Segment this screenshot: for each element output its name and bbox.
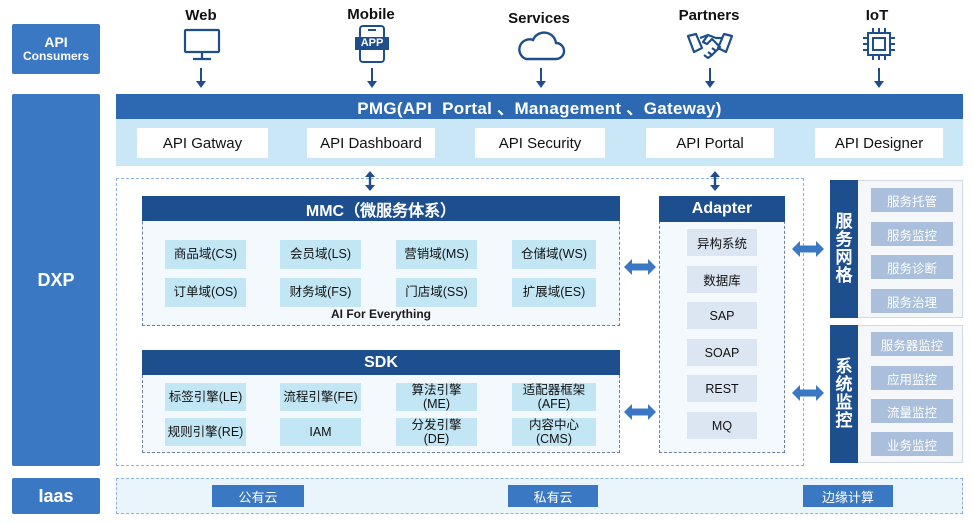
service-mesh-item-monitoring: 服务监控 [871,222,953,246]
sdk-item-me-line2: (ME) [422,397,451,411]
layer-iaas-label: Iaas [38,485,74,506]
sdk-title: SDK [364,353,398,371]
sdk-item-cms: 内容中心(CMS) [512,418,596,446]
sdk-item-de-line2: (DE) [423,432,450,446]
mmc-title: MMC（微服务体系） [305,202,457,220]
service-mesh-item-diagnosis: 服务诊断 [871,255,953,279]
system-monitor-title-bar: 系 统 监 控 [830,325,858,463]
mobile-arrow [367,68,377,88]
sdk-item-iam: IAM [280,418,361,446]
adapter-title-bar: Adapter [659,196,785,222]
iaas-item-public-cloud: 公有云 [212,485,304,507]
sdk-title-bar: SDK [142,350,620,375]
mmc-domain-ls: 会员域(LS) [280,240,361,269]
adapter-item-rest: REST [687,375,757,402]
sdk-adapter-arrow [623,403,657,421]
sdk-item-cms-line2: (CMS) [535,432,573,446]
service-mesh-item-governance: 服务治理 [871,289,953,313]
layer-iaas: Iaas [12,478,100,514]
handshake-icon [686,30,734,60]
sdk-item-afe: 适配器框架(AFE) [512,383,596,411]
pmg-item-api-portal: API Portal [646,128,774,158]
mmc-domain-cs: 商品域(CS) [165,240,246,269]
iaas-item-private-cloud: 私有云 [508,485,598,507]
partners-arrow [705,68,715,88]
web-arrow [196,68,206,88]
sdk-item-afe-line1: 适配器框架 [522,382,586,397]
sdk-item-de: 分发引擎(DE) [396,418,477,446]
service-mesh-item-hosting: 服务托管 [871,188,953,212]
mmc-domain-os: 订单域(OS) [165,278,246,307]
cloud-icon [514,30,566,62]
sdk-item-iam-line1: IAM [309,424,332,439]
monitor-icon [182,28,222,62]
system-monitor-title-1: 系 [835,357,853,377]
service-mesh-title-4: 格 [835,265,853,285]
services-arrow [536,68,546,88]
layer-api-consumers: API Consumers [12,24,100,74]
sdk-item-afe-line2: (AFE) [537,397,571,411]
mmc-adapter-arrow [623,258,657,276]
adapter-item-database: 数据库 [687,266,757,293]
system-monitor-item-app: 应用监控 [871,366,953,390]
layer-dxp: DXP [12,94,100,466]
sdk-item-re: 规则引擎(RE) [165,418,246,446]
adapter-item-hetero: 异构系统 [687,229,757,256]
mmc-domain-ws: 仓储域(WS) [512,240,596,269]
layer-api-consumers-line2: Consumers [22,49,90,64]
service-mesh-title-bar: 服 务 网 格 [830,180,858,318]
sdk-item-fe-line1: 流程引擎(FE) [283,389,358,404]
mmc-domain-ss: 门店域(SS) [396,278,477,307]
sdk-item-de-line1: 分发引擎 [411,417,462,432]
service-mesh-title-2: 务 [835,230,853,250]
adapter-title: Adapter [691,200,753,217]
system-monitor-title-4: 控 [835,410,853,430]
adapter-item-soap: SOAP [687,339,757,366]
system-monitor-title-2: 统 [835,375,853,395]
consumer-mobile-label: Mobile [347,6,395,23]
service-mesh-title-1: 服 [835,212,853,232]
layer-api-consumers-line1: API [44,34,68,51]
sdk-item-le: 标签引擎(LE) [165,383,246,411]
pmg-adapter-arrow [709,170,721,192]
consumer-iot-label: IoT [865,7,889,24]
pmg-mmc-arrow [364,170,376,192]
system-monitor-title-3: 监 [835,393,853,412]
pmg-title: PMG(API Portal 、Management 、Gateway) [357,99,722,118]
pmg-item-api-security: API Security [475,128,605,158]
sdk-item-re-line1: 规则引擎(RE) [167,424,244,439]
mobile-app-icon: APP [354,25,390,63]
mmc-title-bar: MMC（微服务体系） [142,196,620,221]
adapter-monitor-arrow [791,384,825,402]
mmc-domain-es: 扩展域(ES) [512,278,596,307]
chip-icon [861,26,897,62]
adapter-item-sap: SAP [687,302,757,329]
adapter-mesh-arrow [791,240,825,258]
iot-arrow [874,68,884,88]
pmg-title-bar: PMG(API Portal 、Management 、Gateway) [116,94,963,119]
layer-dxp-label: DXP [37,269,75,290]
pmg-item-api-designer: API Designer [815,128,943,158]
sdk-item-me: 算法引擎(ME) [396,383,477,411]
iaas-item-edge-computing: 边缘计算 [803,485,893,507]
consumer-partners-label: Partners [678,7,740,24]
adapter-item-mq: MQ [687,412,757,439]
system-monitor-item-traffic: 流量监控 [871,399,953,423]
mmc-footer: AI For Everything [330,307,431,321]
dxp-core-area [116,178,804,466]
system-monitor-item-business: 业务监控 [871,432,953,456]
pmg-item-api-dashboard: API Dashboard [307,128,435,158]
sdk-item-le-line1: 标签引擎(LE) [168,389,243,404]
system-monitor-item-server: 服务器监控 [871,332,953,356]
consumer-services-label: Services [508,10,570,27]
sdk-item-me-line1: 算法引擎 [411,382,462,397]
mobile-app-icon-text: APP [360,37,384,49]
consumer-web-label: Web [185,7,217,24]
service-mesh-title-3: 网 [835,248,853,267]
pmg-item-api-gatway: API Gatway [137,128,268,158]
mmc-domain-ms: 营销域(MS) [396,240,477,269]
sdk-item-cms-line1: 内容中心 [528,417,579,432]
mmc-domain-fs: 财务域(FS) [280,278,361,307]
sdk-item-fe: 流程引擎(FE) [280,383,361,411]
